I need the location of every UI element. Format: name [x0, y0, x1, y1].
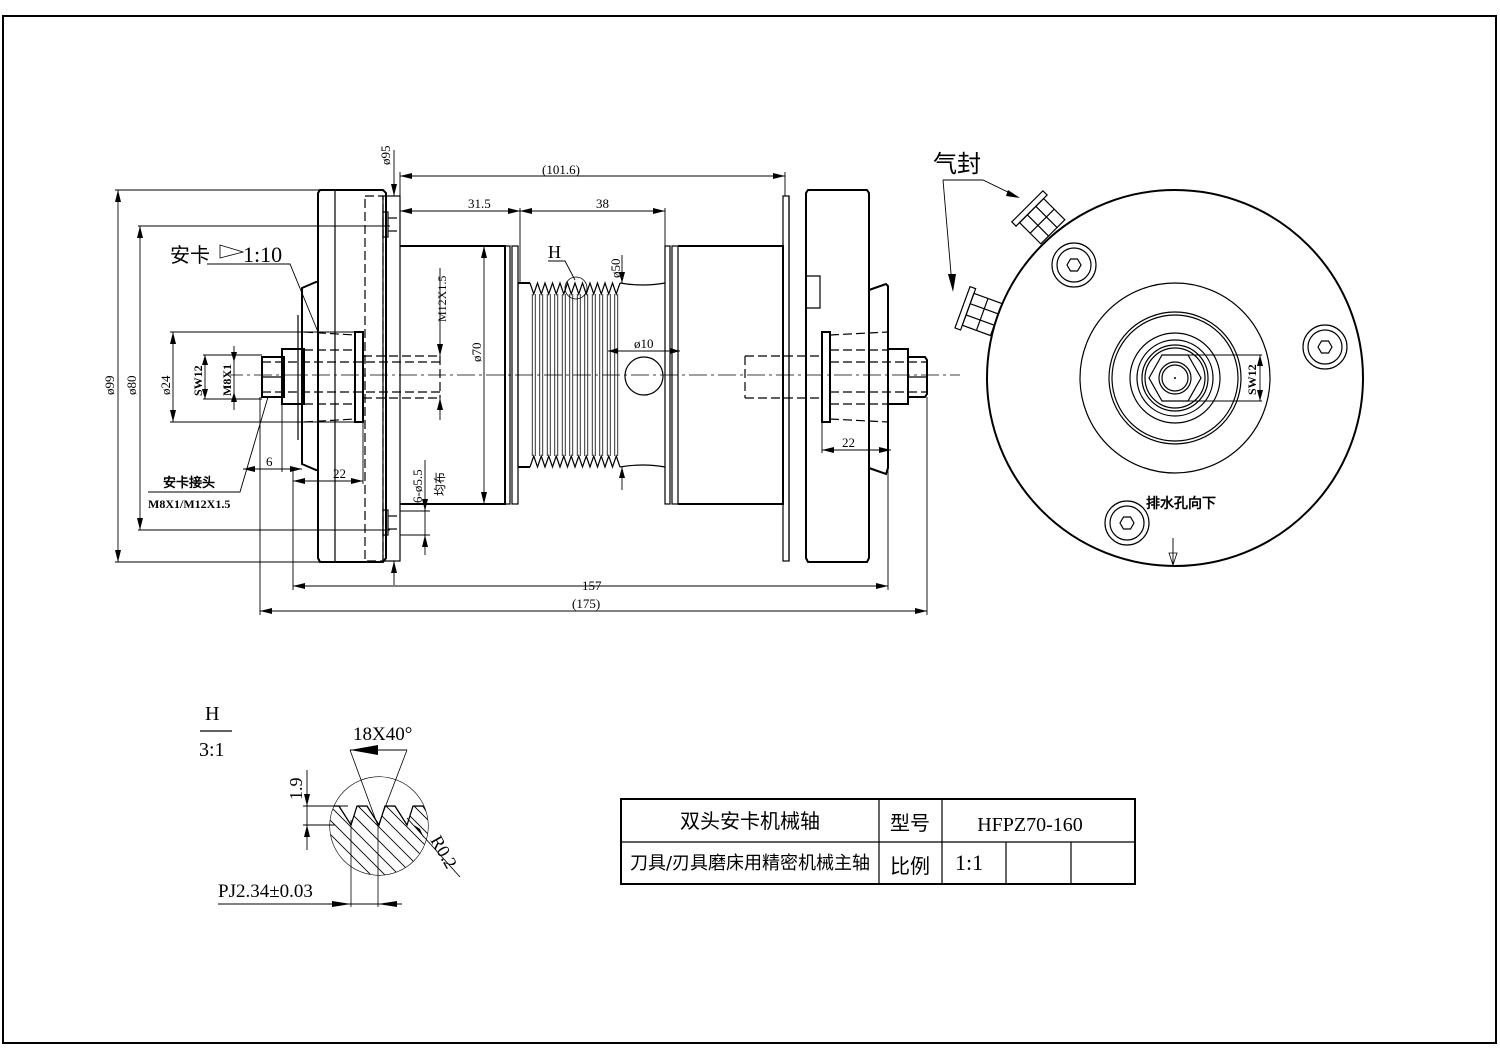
left-flange [317, 189, 401, 563]
scale-label: 比例 [890, 854, 930, 878]
left-collet [261, 281, 441, 471]
collet-nut-label: 安卡接头 [163, 475, 215, 491]
hatch-line [330, 799, 335, 875]
hex-socket-icon [1119, 516, 1135, 530]
dim-hole: ø10 [634, 336, 654, 351]
dim-thread-left: M8X1 [220, 364, 234, 396]
hatch-line [330, 799, 377, 875]
dim-pitch-dia: ø80 [124, 376, 139, 396]
dim-total-len: 157 [582, 578, 602, 593]
dim-body-dia: ø70 [469, 343, 484, 363]
hatch-line [379, 799, 428, 875]
detail-depth: 1.9 [286, 778, 306, 801]
hatch-line [450, 800, 530, 880]
detail-grooves: 18X40° [353, 724, 412, 745]
dim-overall-len: (175) [572, 596, 600, 611]
hatch-line [240, 800, 320, 880]
detail-title: H [205, 703, 219, 725]
scale-value: 1:1 [955, 850, 983, 875]
dim-collet-len-left: 22 [333, 466, 346, 481]
part-name: 双头安卡机械轴 [680, 809, 820, 833]
air-seal-label: 气封 [933, 150, 981, 178]
hex-socket-icon [1317, 340, 1333, 354]
detail-marker-h: H [548, 242, 561, 262]
collet-taper-label: 安卡 [170, 243, 210, 267]
dim-overall-bracket: (101.6) [542, 162, 580, 177]
model-value: HFPZ70-160 [977, 814, 1083, 836]
side-view: 安卡 1:10 (101.6) 31.5 38 H ø10 157 (175) … [102, 146, 960, 615]
hex-nut-icon [1148, 354, 1202, 402]
dimensions [115, 150, 928, 615]
end-wrench-label: SW12 [1245, 364, 1259, 395]
title-block: 双头安卡机械轴 刀具/刃具磨床用精密机械主轴 型号 比例 HFPZ70-160 … [620, 798, 1136, 885]
bolt-head [1302, 324, 1348, 370]
pulley-grooves [529, 281, 621, 469]
dim-len-a: 31.5 [468, 196, 491, 211]
dim-holes-note: 均布 [433, 472, 447, 496]
hatch-line [407, 799, 428, 875]
dim-flange-dia: ø95 [378, 146, 393, 166]
air-fitting [954, 285, 1003, 337]
detail-pitch: PJ2.34±0.03 [218, 881, 313, 902]
groove-profile [529, 281, 621, 296]
dim-offset-left: 6 [266, 454, 273, 469]
model-label: 型号 [890, 811, 930, 835]
right-flange [744, 189, 928, 563]
tooth-outline [330, 777, 428, 827]
hatch-line [330, 799, 405, 875]
side-view-labels: 安卡 1:10 (101.6) 31.5 38 H ø10 157 (175) … [102, 146, 855, 612]
detail-scale: 3:1 [199, 739, 225, 761]
taper-symbol-icon [219, 244, 245, 259]
bolt-head [1051, 242, 1097, 288]
drawing-frame [2, 15, 1497, 1044]
dim-len-b: 38 [596, 196, 609, 211]
detail-h: H 3:1 18X40° 1.9 R0.2 PJ2 [199, 703, 530, 907]
cross-hole [624, 356, 664, 396]
end-view: SW12 [933, 150, 1364, 567]
spindle-body [400, 195, 790, 562]
dim-wrench-left: SW12 [191, 365, 205, 396]
dim-groove-dia: ø50 [608, 259, 623, 279]
air-fitting [1010, 189, 1066, 245]
drain-note: 排水孔向下 [1146, 495, 1216, 512]
hex-socket-icon [1066, 258, 1082, 272]
groove-profile [529, 454, 621, 469]
dim-holes: 6-ø5.5 [410, 469, 425, 503]
detail-radius: R0.2 [427, 832, 462, 872]
arrow-down-icon [1168, 552, 1178, 567]
dim-collet-dia: ø24 [158, 375, 173, 395]
housing-outline [986, 189, 1364, 567]
taper-ratio: 1:10 [243, 242, 282, 267]
dim-collet-len-right: 22 [842, 435, 855, 450]
part-description: 刀具/刃具磨床用精密机械主轴 [630, 853, 870, 874]
hatch-line [330, 799, 391, 875]
collet-nut-spec: M8X1/M12X1.5 [148, 497, 230, 511]
dim-outer-dia: ø99 [102, 376, 117, 396]
bolt-head [1104, 500, 1150, 546]
dim-thread-body: M12X1.5 [435, 276, 449, 322]
